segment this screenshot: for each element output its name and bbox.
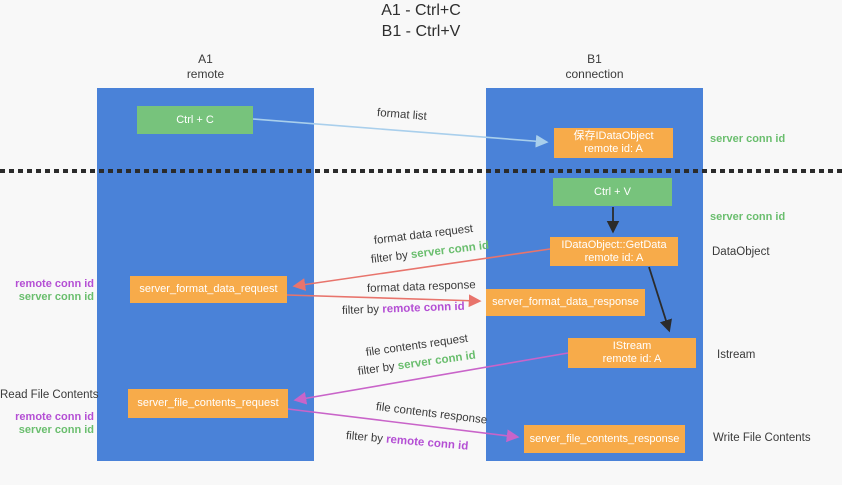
node-ctrl-c: Ctrl + C	[137, 106, 253, 134]
node-idataobject-getdata-line2: remote id: A	[584, 251, 644, 264]
side-label-server-conn-id-mid: server conn id	[710, 211, 786, 223]
edge-label-format-list: format list	[376, 107, 428, 123]
side-label-server-conn-id-left-top: server conn id	[18, 291, 94, 303]
node-server-file-contents-response-label: server_file_contents_response	[529, 432, 680, 445]
filter-by-text: filter by	[345, 430, 387, 446]
dotted-divider	[0, 169, 842, 173]
node-server-format-data-response: server_format_data_response	[486, 289, 645, 316]
side-label-read-file-contents: Read File Contents	[0, 389, 99, 401]
lane-a1-sub: remote	[186, 67, 225, 81]
filter-by-text: filter by	[357, 360, 399, 378]
side-label-dataobject: DataObject	[712, 246, 770, 258]
side-label-remote-conn-id-bottom: remote conn id	[15, 411, 94, 423]
filter-by-text: filter by	[370, 249, 412, 266]
remote-conn-id-text: remote conn id	[385, 433, 469, 453]
node-save-idataobject: 保存IDataObject remote id: A	[554, 128, 673, 158]
edge-label-format-data-response: format data response	[366, 279, 476, 295]
side-label-remote-conn-id-top: remote conn id	[15, 278, 94, 290]
lane-b1-sub: connection	[565, 67, 624, 81]
edge-label-filter-format-response: filter by remote conn id	[342, 301, 465, 317]
node-istream-line2: remote id: A	[602, 353, 662, 365]
node-ctrl-v-label: Ctrl + V	[594, 185, 631, 198]
node-server-format-data-request-label: server_format_data_request	[139, 283, 278, 295]
node-ctrl-c-label: Ctrl + C	[176, 113, 214, 126]
side-label-istream: Istream	[717, 349, 756, 361]
node-ctrl-v: Ctrl + V	[553, 178, 672, 206]
lane-a1-name: A1	[198, 52, 213, 66]
node-server-file-contents-request: server_file_contents_request	[128, 389, 288, 418]
diagram-title: A1 - Ctrl+C B1 - Ctrl+V	[0, 0, 842, 42]
node-idataobject-getdata-line1: IDataObject::GetData	[561, 238, 667, 251]
lane-header-a1: A1 remote	[97, 52, 314, 82]
server-conn-id-text: server conn id	[410, 239, 490, 262]
remote-conn-id-text: remote conn id	[382, 300, 465, 316]
node-server-file-contents-request-label: server_file_contents_request	[137, 397, 279, 409]
edge-label-file-contents-response: file contents response	[375, 401, 488, 427]
diagram-title-line1: A1 - Ctrl+C	[381, 2, 461, 19]
node-save-idataobject-line1: 保存IDataObject	[573, 130, 654, 142]
node-istream: IStream remote id: A	[568, 338, 696, 368]
arrow-format-data-response	[286, 294, 482, 308]
node-istream-line1: IStream	[612, 340, 652, 352]
side-label-server-conn-id-top: server conn id	[710, 133, 786, 145]
node-server-file-contents-response: server_file_contents_response	[524, 425, 685, 453]
edge-label-filter-file-response: filter by remote conn id	[345, 430, 468, 453]
lane-b1-name: B1	[587, 52, 602, 66]
node-idataobject-getdata: IDataObject::GetData remote id: A	[550, 237, 678, 266]
node-save-idataobject-line2: remote id: A	[584, 143, 643, 155]
side-label-write-file-contents: Write File Contents	[713, 432, 811, 444]
node-server-format-data-response-label: server_format_data_response	[492, 296, 639, 308]
side-label-server-conn-id-left-bottom: server conn id	[18, 424, 94, 436]
lane-header-b1: B1 connection	[486, 52, 703, 82]
diagram-title-line2: B1 - Ctrl+V	[381, 23, 461, 40]
node-server-format-data-request: server_format_data_request	[130, 276, 287, 303]
filter-by-text: filter by	[341, 303, 383, 317]
